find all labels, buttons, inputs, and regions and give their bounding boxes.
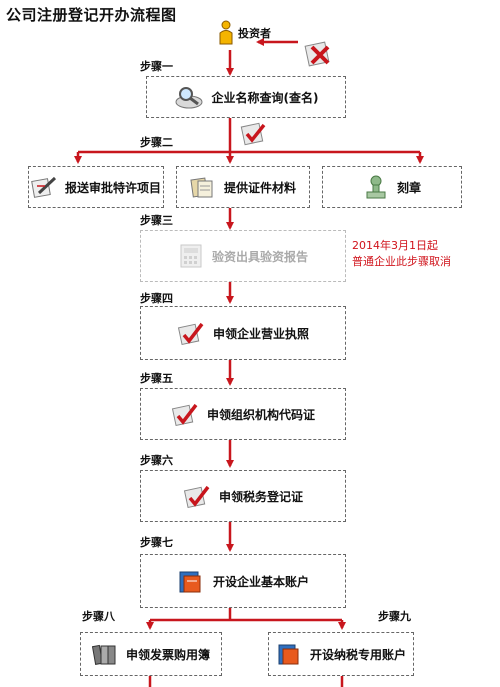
step-label-4: 步骤四	[140, 292, 173, 305]
box-provide-docs: 提供证件材料	[176, 166, 310, 208]
box-tax-account: 开设纳税专用账户	[268, 632, 414, 676]
box-invoice-label: 申领发票购用簿	[125, 647, 210, 662]
box-provide-docs-label: 提供证件材料	[223, 180, 296, 195]
box-capital-verify: 验资出具验资报告	[140, 230, 346, 282]
box-tax-account-label: 开设纳税专用账户	[309, 647, 406, 662]
step-label-1: 步骤一	[140, 60, 173, 73]
box-org-code-label: 申领组织机构代码证	[206, 407, 315, 422]
box-business-license-label: 申领企业营业执照	[212, 326, 309, 341]
stamp-icon	[363, 174, 389, 200]
checkmark-doc-icon	[183, 483, 211, 509]
step-label-6: 步骤六	[140, 454, 173, 467]
checkmark-doc-icon	[177, 320, 205, 346]
step-label-7: 步骤七	[140, 536, 173, 549]
box-tax-reg: 申领税务登记证	[140, 470, 346, 522]
step-label-3: 步骤三	[140, 214, 173, 227]
folder-icon	[276, 642, 302, 666]
box-seal-label: 刻章	[396, 180, 421, 195]
pencil-paper-icon	[31, 175, 57, 199]
reject-icon	[304, 38, 334, 72]
step-label-5: 步骤五	[140, 372, 173, 385]
folder-icon	[177, 568, 205, 594]
box-org-code: 申领组织机构代码证	[140, 388, 346, 440]
checkmark-doc-icon	[171, 401, 199, 427]
step-label-9: 步骤九	[378, 610, 411, 623]
books-icon	[91, 642, 118, 666]
note-line-2: 普通企业此步骤取消	[352, 255, 451, 268]
investor-label: 投资者	[238, 27, 271, 40]
person-icon	[218, 20, 234, 46]
box-bank-account: 开设企业基本账户	[140, 554, 346, 608]
box-invoice: 申领发票购用簿	[80, 632, 222, 676]
magnifier-icon	[174, 84, 204, 110]
note-line-1: 2014年3月1日起	[352, 239, 438, 252]
page-title: 公司注册登记开办流程图	[6, 6, 177, 24]
box-name-check: 企业名称查询(查名)	[146, 76, 346, 118]
cancellation-note: 2014年3月1日起 普通企业此步骤取消	[352, 238, 451, 270]
box-business-license: 申领企业营业执照	[140, 306, 346, 360]
calculator-icon	[178, 243, 204, 269]
step-label-2: 步骤二	[140, 136, 173, 149]
investor-node: 投资者	[218, 20, 271, 46]
box-bank-account-label: 开设企业基本账户	[212, 574, 309, 589]
box-capital-verify-label: 验资出具验资报告	[211, 249, 308, 264]
box-name-check-label: 企业名称查询(查名)	[211, 90, 319, 105]
box-seal: 刻章	[322, 166, 462, 208]
box-submit-approval-label: 报送审批特许项目	[64, 180, 161, 195]
box-tax-reg-label: 申领税务登记证	[218, 489, 303, 504]
step-label-8: 步骤八	[82, 610, 115, 623]
approve-icon	[240, 120, 268, 152]
box-submit-approval: 报送审批特许项目	[28, 166, 164, 208]
documents-icon	[190, 175, 216, 199]
